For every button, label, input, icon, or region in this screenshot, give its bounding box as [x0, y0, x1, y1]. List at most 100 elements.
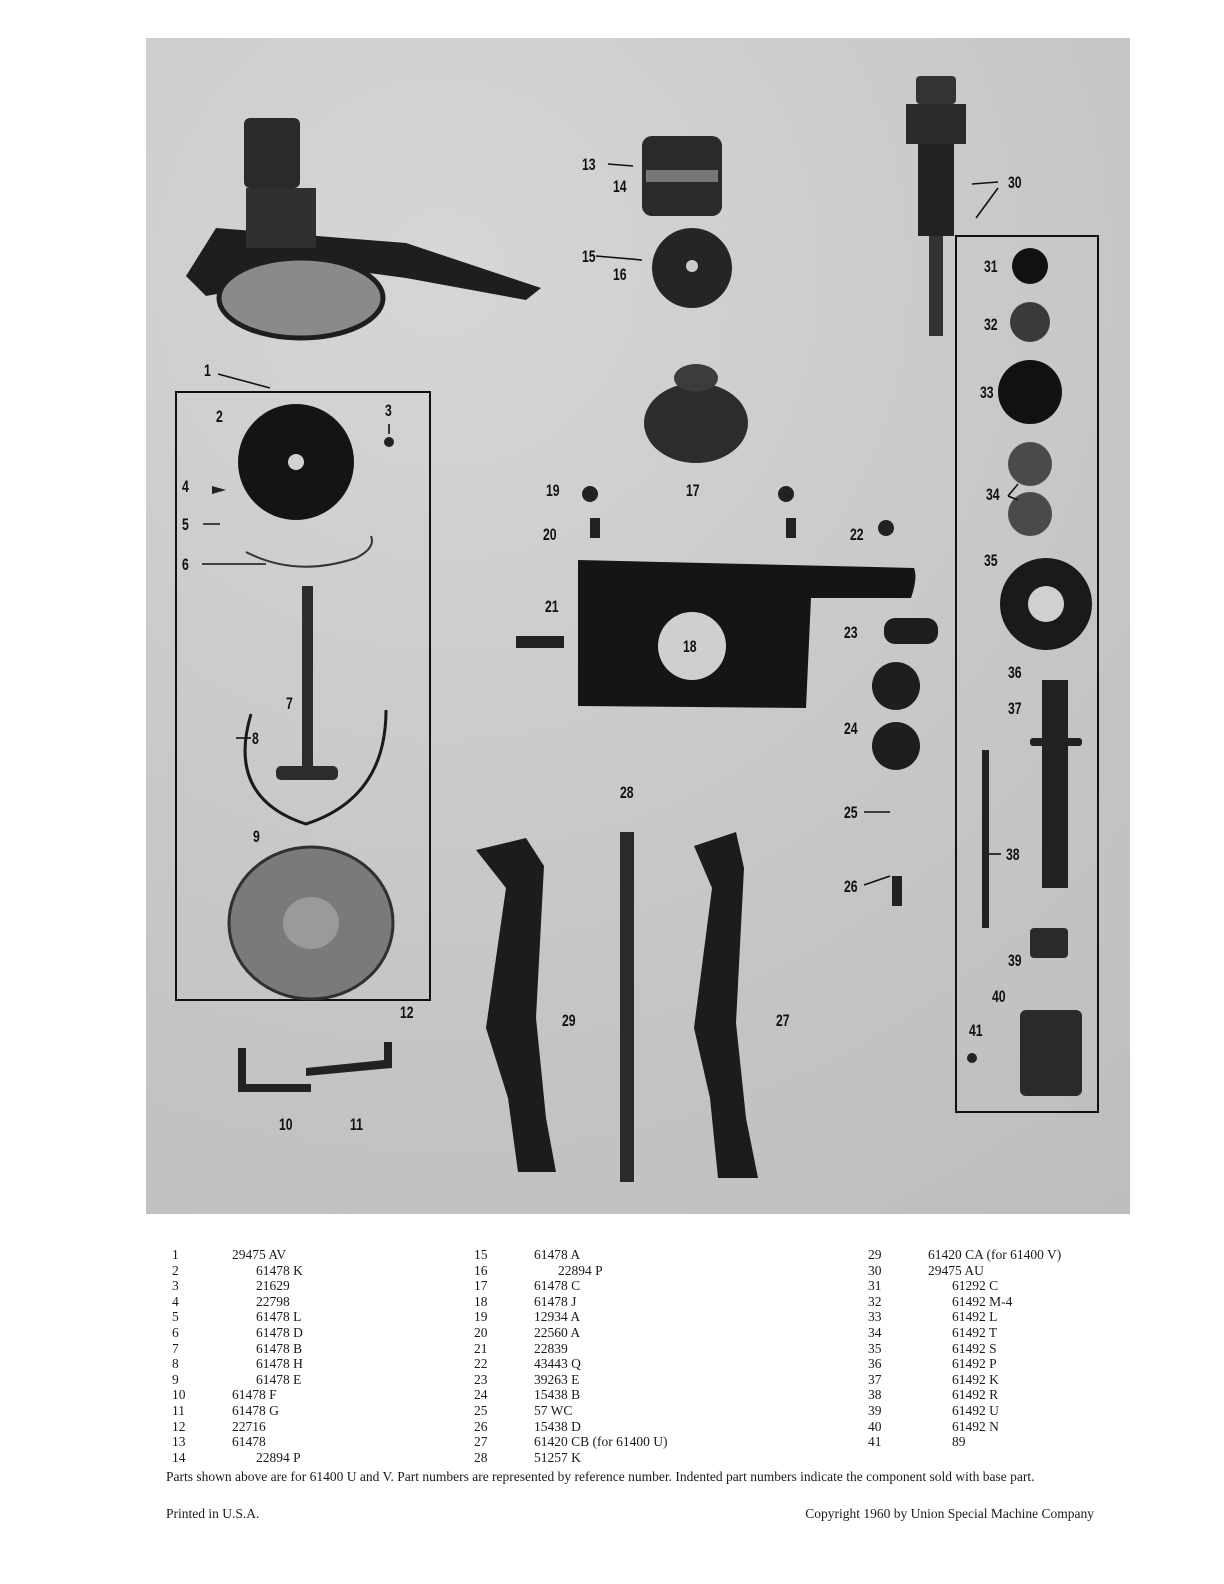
callout-24: 24: [844, 719, 858, 738]
callout-38: 38: [1006, 845, 1020, 864]
callout-8: 8: [252, 729, 259, 748]
part-number: 61492 R: [952, 1387, 999, 1403]
callout-23: 23: [844, 623, 858, 642]
reference-number: 24: [474, 1387, 488, 1403]
reference-number: 14: [172, 1449, 186, 1465]
parts-photograph: 1 2 3 4 5 6 7 8 9 10 11 12 13 14 15 16 1…: [146, 38, 1130, 1214]
part-27-presser-arm: [694, 832, 758, 1178]
part-number: 61478 F: [232, 1387, 277, 1403]
part-number: 61478 L: [256, 1309, 302, 1325]
reference-number: 26: [474, 1418, 488, 1434]
part-number: 61492 S: [952, 1340, 997, 1356]
callout-21: 21: [545, 597, 559, 616]
reference-number: 31: [868, 1278, 882, 1294]
callout-30: 30: [1008, 173, 1022, 192]
callout-11: 11: [350, 1115, 363, 1134]
callout-25: 25: [844, 803, 858, 822]
reference-number: 9: [172, 1371, 179, 1387]
part-number: 22894 P: [256, 1449, 301, 1465]
leader-lines: [202, 163, 1019, 886]
callout-40: 40: [992, 987, 1006, 1006]
part-number: 61478 G: [232, 1402, 279, 1418]
part-17-cup: [644, 364, 748, 463]
reference-number: 5: [172, 1309, 179, 1325]
callout-27: 27: [776, 1011, 790, 1030]
printed-in-note: Printed in U.S.A.: [166, 1506, 260, 1521]
part-number: 15438 B: [534, 1387, 581, 1403]
reference-number: 23: [474, 1371, 488, 1387]
part-number: 61492 K: [952, 1371, 999, 1387]
reference-number: 8: [172, 1356, 179, 1372]
callout-7: 7: [286, 694, 293, 713]
reference-number: 28: [474, 1449, 488, 1465]
part-number: 61478 E: [256, 1371, 302, 1387]
exploded-parts-illustration: [175, 76, 1099, 1182]
reference-number: 1: [172, 1247, 179, 1262]
callout-29: 29: [562, 1011, 576, 1030]
callout-32: 32: [984, 315, 998, 334]
callout-26: 26: [844, 877, 858, 896]
reference-number: 41: [868, 1434, 882, 1450]
reference-number: 30: [868, 1262, 882, 1278]
reference-number: 4: [172, 1293, 179, 1309]
part-number: 61420 CA (for 61400 V): [928, 1247, 1062, 1262]
callout-6: 6: [182, 555, 189, 574]
part-number: 39263 E: [534, 1371, 580, 1387]
part-number: 15438 D: [534, 1418, 581, 1434]
part-38-rod: [982, 750, 989, 928]
reference-number: 25: [474, 1402, 488, 1418]
part-number: 61478 D: [256, 1324, 303, 1340]
callout-1: 1: [204, 361, 211, 380]
part-number: 61478 B: [256, 1340, 303, 1356]
callout-2: 2: [216, 407, 223, 426]
reference-number: 27: [474, 1434, 488, 1450]
part-number: 61478: [232, 1434, 266, 1450]
callout-15: 15: [582, 247, 596, 266]
reference-number: 35: [868, 1340, 882, 1356]
part-number: 61492 N: [952, 1418, 999, 1434]
reference-number: 21: [474, 1340, 488, 1356]
callout-33: 33: [980, 383, 994, 402]
group-box-right: [955, 235, 1099, 1113]
parts-list-row: 37 61492 K: [868, 1372, 1061, 1388]
part-number: 61292 C: [952, 1278, 999, 1294]
part-number: 61492 U: [952, 1402, 999, 1418]
part-28-shaft: [620, 832, 634, 1182]
reference-number: 17: [474, 1278, 488, 1294]
parts-list-row: 9 61478 E: [172, 1372, 303, 1388]
part-number: 61478 A: [534, 1247, 581, 1262]
parts-list-row: 14 22894 P: [172, 1450, 303, 1466]
reference-number: 34: [868, 1324, 882, 1340]
callout-39: 39: [1008, 951, 1022, 970]
part-33-disc: [998, 360, 1062, 424]
part-number: 61478 K: [256, 1262, 303, 1278]
part-36-shaft: [1042, 680, 1068, 888]
reference-number: 19: [474, 1309, 488, 1325]
part-number: 61492 P: [952, 1356, 997, 1372]
parts-list-row: 24 15438 B: [474, 1387, 668, 1403]
reference-number: 38: [868, 1387, 882, 1403]
reference-number: 37: [868, 1371, 882, 1387]
part-11-bracket: [306, 1042, 392, 1076]
callout-13: 13: [582, 155, 596, 174]
